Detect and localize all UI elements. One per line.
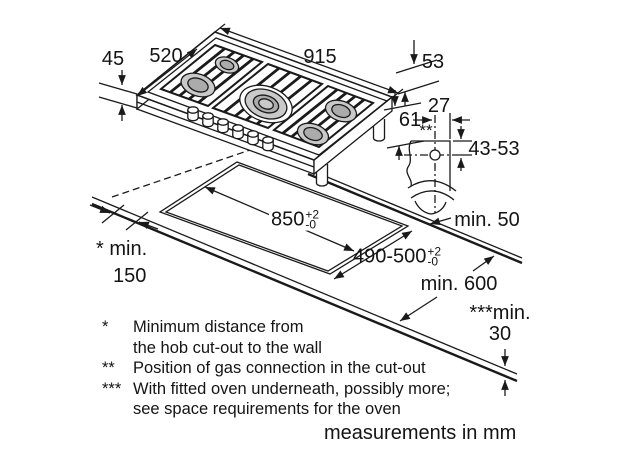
gas-connection-detail <box>404 113 472 215</box>
cutout-depth-value: 490-500 <box>352 245 427 268</box>
break-line <box>407 180 457 192</box>
units-note: measurements in mm <box>324 422 517 444</box>
hob-foot <box>372 119 386 142</box>
gas-offset-label: 27 <box>427 95 451 117</box>
footnote-text: Position of gas connection in the cut-ou… <box>133 359 426 377</box>
gas-connection-point <box>429 149 441 161</box>
footnote-text: see space requirements for the oven <box>133 400 401 418</box>
control-knobs <box>187 106 274 152</box>
cutout-depth-label: 490-500+2-0 <box>352 244 442 269</box>
front-clearance-label-line2: 30 <box>488 323 512 345</box>
gas-marker-label: ** <box>419 121 433 140</box>
cutout-width-value: 850 <box>270 208 305 231</box>
dimension-lines <box>89 23 509 396</box>
cutout-width-label: 850+2-0 <box>268 207 322 232</box>
depth-below-label: 61 <box>398 109 422 131</box>
rear-clearance-label: min. 50 <box>454 209 520 231</box>
cutout-depth-tolerance: +2-0 <box>427 244 442 269</box>
side-clearance-label-line2: 150 <box>113 265 147 287</box>
hob-height-label: 45 <box>101 48 125 70</box>
gas-range-label: 43-53 <box>468 138 520 160</box>
cutout-width-tolerance: +2-0 <box>305 207 320 232</box>
footnote-marker: *** <box>102 379 122 398</box>
footnotes: * Minimum distance from the hob cut-out … <box>102 317 562 420</box>
front-clearance-label-line1: ***min. <box>469 302 531 324</box>
hob-depth-label: 520 <box>149 45 183 67</box>
footnote-side-clearance: * Minimum distance from the hob cut-out … <box>102 317 562 358</box>
hob-width-label: 915 <box>303 46 337 68</box>
footnote-marker: * <box>102 318 109 336</box>
burner-medium <box>296 122 330 146</box>
break-line <box>410 190 455 201</box>
footnote-marker: ** <box>102 359 115 377</box>
burner-medium <box>324 99 358 123</box>
projection-dashed-line <box>111 149 251 198</box>
footnote-text: With fitted oven underneath, possibly mo… <box>133 379 451 398</box>
footnote-text: Minimum distance from <box>133 318 304 336</box>
footnote-oven: *** With fitted oven underneath, possibl… <box>102 379 562 420</box>
hob-foot <box>315 164 329 187</box>
footnote-gas-position: ** Position of gas connection in the cut… <box>102 358 562 379</box>
edge-height-label: 53 <box>421 51 445 73</box>
worktop-depth-label: min. 600 <box>420 273 498 295</box>
side-clearance-label-line1: * min. <box>96 238 148 260</box>
footnote-text: the hob cut-out to the wall <box>133 338 322 357</box>
